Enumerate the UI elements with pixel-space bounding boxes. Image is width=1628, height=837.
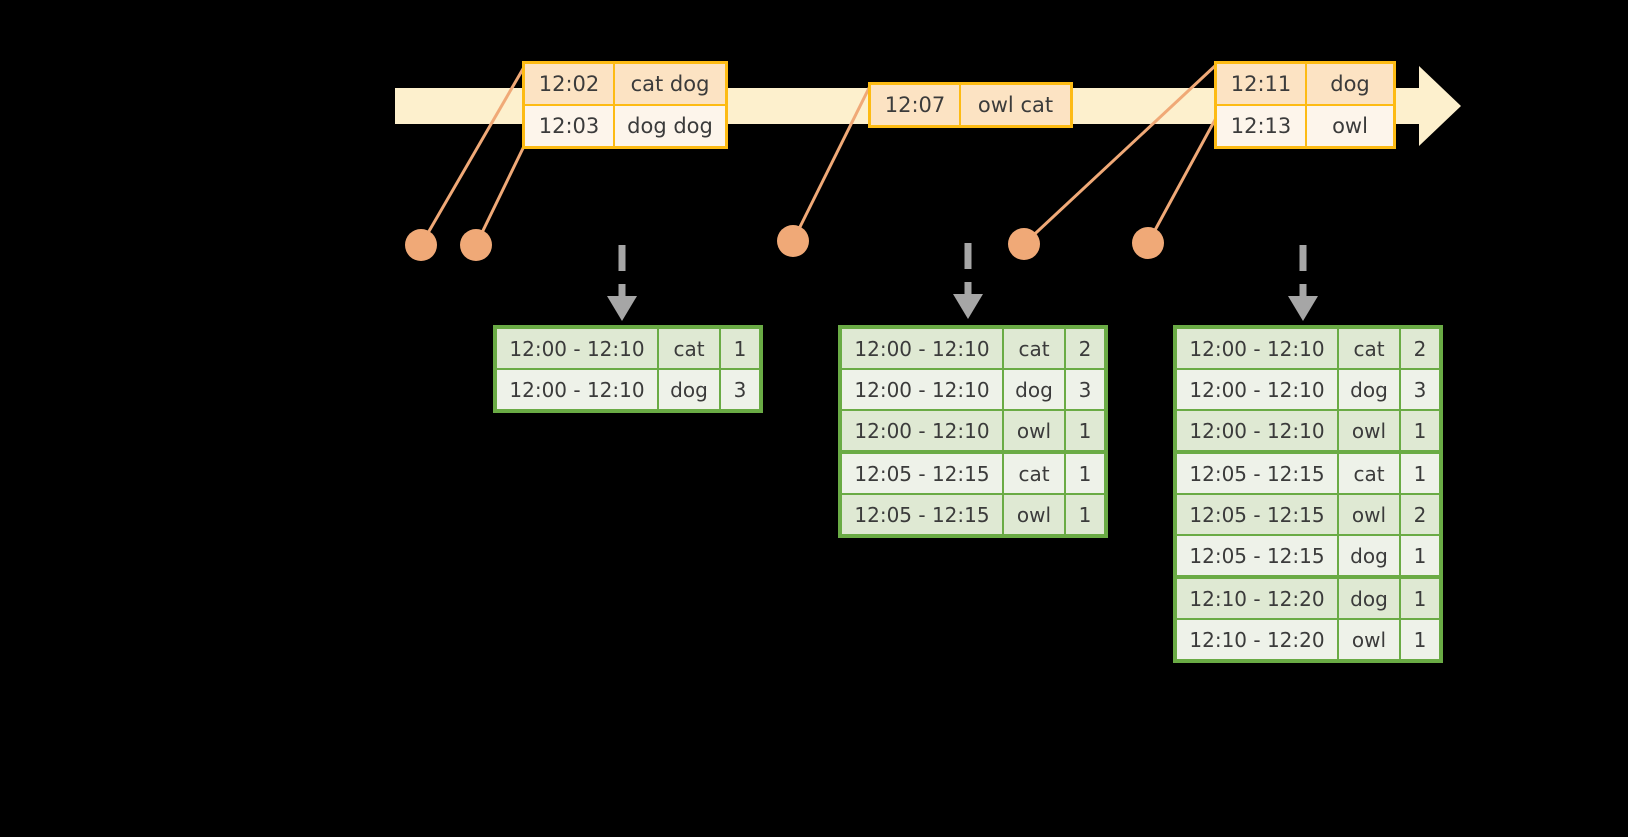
word-cell: dog	[1337, 536, 1399, 575]
count-cell: 1	[1064, 411, 1104, 450]
count-cell: 1	[1064, 454, 1104, 493]
word-cell: dog	[1002, 370, 1064, 409]
event-time: 12:07	[871, 85, 959, 125]
word-cell: cat	[1002, 329, 1064, 368]
window-cell: 12:00 - 12:10	[1177, 411, 1337, 450]
event-row: 12:03 dog dog	[525, 104, 725, 146]
event-time: 12:03	[525, 106, 613, 146]
count-cell: 1	[1399, 620, 1439, 659]
window-cell: 12:00 - 12:10	[842, 411, 1002, 450]
word-cell: cat	[1337, 329, 1399, 368]
count-cell: 3	[1399, 370, 1439, 409]
window-cell: 12:00 - 12:10	[1177, 370, 1337, 409]
word-cell: cat	[657, 329, 719, 368]
event-time: 12:02	[525, 64, 613, 104]
event-row: 12:13 owl	[1217, 104, 1393, 146]
count-cell: 1	[1399, 454, 1439, 493]
window-cell: 12:10 - 12:20	[1177, 579, 1337, 618]
word-cell: cat	[1002, 454, 1064, 493]
down-arrow-head-1	[607, 296, 637, 321]
down-arrow-head-3	[1288, 296, 1318, 321]
event-words: dog dog	[613, 106, 725, 146]
event-words: dog	[1305, 64, 1393, 104]
event-time: 12:11	[1217, 64, 1305, 104]
word-cell: cat	[1337, 454, 1399, 493]
arrow-right-icon	[1419, 66, 1461, 146]
window-cell: 12:05 - 12:15	[1177, 495, 1337, 534]
window-cell: 12:00 - 12:10	[497, 370, 657, 409]
count-cell: 3	[1064, 370, 1104, 409]
count-cell: 1	[1399, 579, 1439, 618]
event-words: owl cat	[959, 85, 1070, 125]
connector-dot	[460, 229, 492, 261]
count-cell: 2	[1399, 495, 1439, 534]
event-group-2[interactable]: 12:07 owl cat	[868, 82, 1073, 128]
count-cell: 3	[719, 370, 759, 409]
count-cell: 2	[1399, 329, 1439, 368]
window-cell: 12:00 - 12:10	[842, 370, 1002, 409]
count-cell: 1	[1399, 536, 1439, 575]
event-row: 12:02 cat dog	[525, 64, 725, 104]
event-row: 12:07 owl cat	[871, 85, 1070, 125]
word-cell: dog	[1337, 370, 1399, 409]
event-time: 12:13	[1217, 106, 1305, 146]
window-cell: 12:00 - 12:10	[497, 329, 657, 368]
event-group-1[interactable]: 12:02 cat dog 12:03 dog dog	[522, 61, 728, 149]
connector-dot	[1008, 228, 1040, 260]
window-cell: 12:00 - 12:10	[842, 329, 1002, 368]
count-cell: 1	[1064, 495, 1104, 534]
connector-dot	[1132, 227, 1164, 259]
word-cell: dog	[657, 370, 719, 409]
word-cell: owl	[1002, 495, 1064, 534]
window-cell: 12:05 - 12:15	[1177, 454, 1337, 493]
window-cell: 12:10 - 12:20	[1177, 620, 1337, 659]
down-arrow-head-2	[953, 294, 983, 319]
word-cell: dog	[1337, 579, 1399, 618]
connector-line-5	[1146, 117, 1218, 244]
event-row: 12:11 dog	[1217, 64, 1393, 104]
event-group-3[interactable]: 12:11 dog 12:13 owl	[1214, 61, 1396, 149]
word-cell: owl	[1337, 620, 1399, 659]
word-cell: owl	[1337, 495, 1399, 534]
count-cell: 1	[719, 329, 759, 368]
connector-line-2	[474, 139, 529, 246]
word-cell: owl	[1337, 411, 1399, 450]
event-words: owl	[1305, 106, 1393, 146]
window-cell: 12:05 - 12:15	[1177, 536, 1337, 575]
connector-dot	[405, 229, 437, 261]
count-cell: 1	[1399, 411, 1439, 450]
connector-dot-group	[405, 225, 1164, 261]
window-cell: 12:00 - 12:10	[1177, 329, 1337, 368]
count-cell: 2	[1064, 329, 1104, 368]
window-cell: 12:05 - 12:15	[842, 495, 1002, 534]
connector-dot	[777, 225, 809, 257]
window-cell: 12:05 - 12:15	[842, 454, 1002, 493]
event-words: cat dog	[613, 64, 725, 104]
word-cell: owl	[1002, 411, 1064, 450]
